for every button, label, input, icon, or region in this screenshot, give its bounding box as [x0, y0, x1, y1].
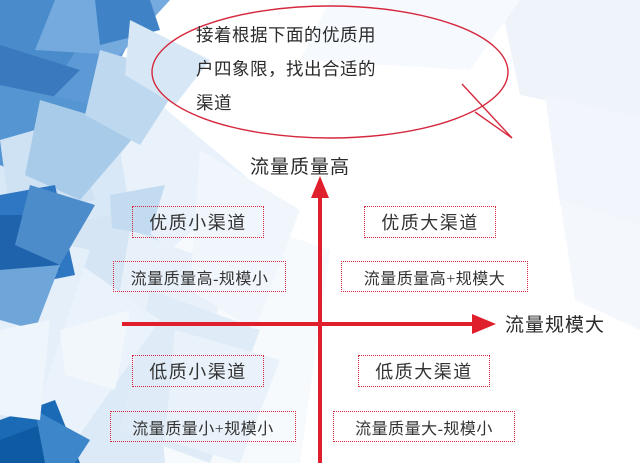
- arrow-up-icon: [311, 176, 329, 198]
- quadrant-top-left-subtitle: 流量质量高-规模小: [113, 261, 286, 292]
- callout-line-3: 渠道: [196, 93, 232, 113]
- callout-line-1: 接着根据下面的优质用: [196, 25, 376, 45]
- quadrant-bottom-right-title: 低质大渠道: [358, 355, 490, 387]
- quadrant-bottom-left-subtitle: 流量质量小+规模小: [110, 411, 296, 442]
- quadrant-top-right-title: 优质大渠道: [364, 206, 496, 238]
- arrow-right-icon: [472, 314, 496, 334]
- quadrant-bottom-right-subtitle: 流量质量大-规模小: [333, 411, 515, 442]
- callout-line-2: 户四象限，找出合适的: [196, 59, 376, 79]
- quadrant-top-left-title: 优质小渠道: [132, 206, 264, 238]
- x-axis-label: 流量规模大: [505, 315, 606, 336]
- callout-text: 接着根据下面的优质用 户四象限，找出合适的 渠道: [196, 18, 486, 120]
- y-axis-label: 流量质量高: [250, 157, 351, 178]
- quadrant-top-right-subtitle: 流量质量高+规模大: [341, 261, 528, 292]
- quadrant-bottom-left-title: 低质小渠道: [132, 355, 264, 387]
